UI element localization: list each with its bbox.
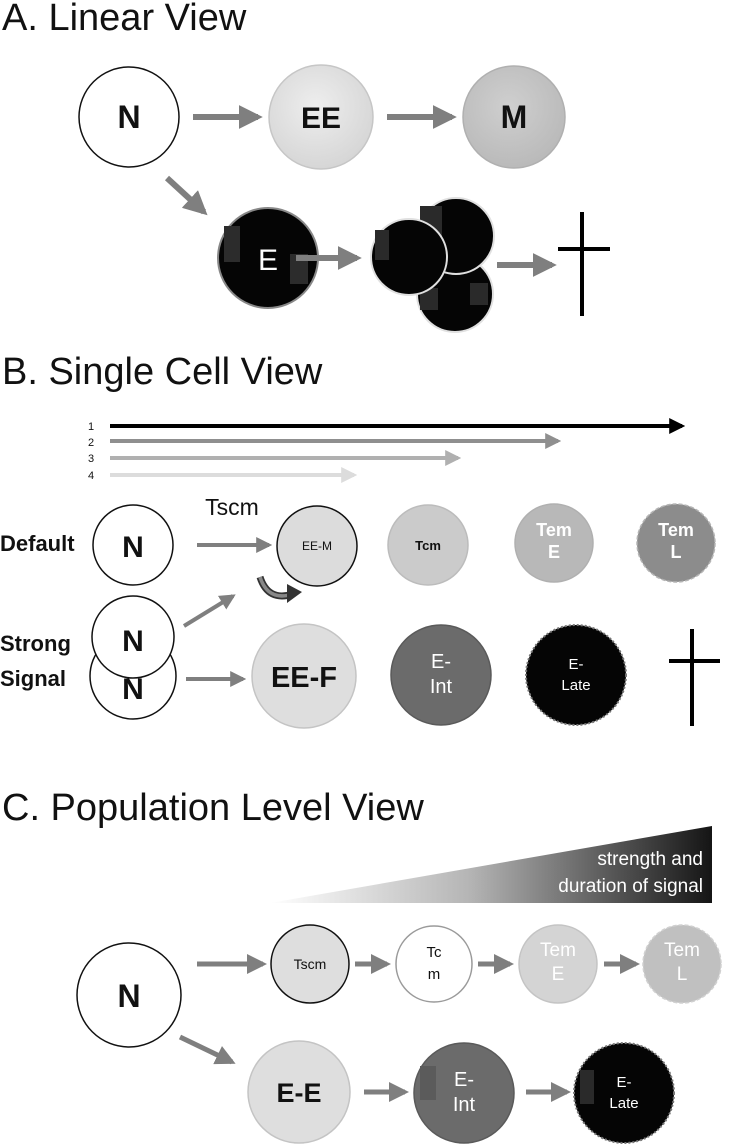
linear-ee-cell: EE bbox=[268, 64, 374, 170]
single-tem-l-label-2: L bbox=[671, 542, 682, 562]
arrow-number-1: 1 bbox=[88, 421, 94, 433]
single-tem-l-label-1: Tem bbox=[658, 520, 694, 540]
single-tem-e-cell: Tem E bbox=[514, 503, 594, 583]
self-renewal-arrow-icon bbox=[256, 575, 302, 603]
linear-e-label: E bbox=[258, 244, 278, 277]
single-n-default-label: N bbox=[122, 531, 144, 564]
pop-n-cell: N bbox=[76, 942, 182, 1048]
linear-ee-label: EE bbox=[301, 102, 341, 135]
section-b-title: B. Single Cell View bbox=[2, 351, 323, 393]
pop-tem-l-label-2: L bbox=[677, 964, 688, 985]
single-n-strong-back-label: N bbox=[122, 673, 144, 706]
pop-e-late-label-2: Late bbox=[609, 1095, 638, 1112]
single-e-int-cell: E- Int bbox=[390, 624, 492, 726]
gradient-label-line-1: strength and bbox=[597, 849, 703, 870]
pop-n-label: N bbox=[117, 978, 140, 1014]
linear-m-cell: M bbox=[462, 65, 566, 169]
linear-effector-cluster bbox=[370, 197, 495, 333]
pop-e-late-cell: E- Late bbox=[573, 1042, 675, 1144]
arrow-number-2: 2 bbox=[88, 437, 94, 449]
single-e-int-label-1: E- bbox=[431, 651, 451, 673]
single-tem-e-label-1: Tem bbox=[536, 520, 572, 540]
single-e-late-label-2: Late bbox=[561, 677, 590, 694]
pop-tem-l-label-1: Tem bbox=[664, 940, 700, 961]
row-label-default: Default bbox=[0, 531, 75, 556]
pop-tscm-label: Tscm bbox=[294, 956, 327, 972]
pop-tscm-cell: Tscm bbox=[270, 924, 350, 1004]
single-ee-m-label: EE-M bbox=[302, 539, 332, 553]
tscm-label: Tscm bbox=[205, 494, 259, 520]
pop-tem-e-cell: Tem E bbox=[518, 924, 598, 1004]
arrow-pop-n-to-e-e bbox=[178, 1034, 236, 1065]
arrow-number-4: 4 bbox=[88, 470, 94, 482]
pop-e-e-label: E-E bbox=[276, 1078, 321, 1108]
pop-e-int-label-1: E- bbox=[454, 1069, 474, 1091]
arrow-n-to-e bbox=[164, 175, 208, 216]
linear-n-cell: N bbox=[78, 66, 180, 168]
single-tcm-label: Tcm bbox=[415, 538, 441, 553]
arrow-strong-n-to-ee-m bbox=[182, 594, 236, 628]
pop-tem-e-label-2: E bbox=[552, 964, 565, 985]
linear-m-label: M bbox=[501, 99, 528, 135]
single-ee-m-cell: EE-M bbox=[276, 505, 358, 587]
pop-tem-l-cell: Tem L bbox=[642, 924, 722, 1004]
single-n-default-cell: N bbox=[92, 504, 174, 586]
single-death-cross-icon bbox=[669, 629, 720, 726]
signal-strength-gradient bbox=[270, 826, 712, 903]
single-n-strong-front-cell: N bbox=[91, 595, 175, 679]
section-a-title: A. Linear View bbox=[2, 0, 247, 39]
pop-tcm-cell: Tc m bbox=[395, 925, 473, 1003]
single-tcm-cell: Tcm bbox=[387, 504, 469, 586]
pop-tem-e-label-1: Tem bbox=[540, 940, 576, 961]
single-e-int-label-2: Int bbox=[430, 676, 453, 698]
linear-death-cross-icon bbox=[558, 212, 610, 316]
pop-e-int-label-2: Int bbox=[453, 1094, 476, 1116]
single-tem-e-label-2: E bbox=[548, 542, 560, 562]
single-tem-l-cell: Tem L bbox=[636, 503, 716, 583]
single-e-late-label-1: E- bbox=[569, 656, 584, 673]
linear-e-cell: E bbox=[217, 207, 319, 309]
row-label-signal: Signal bbox=[0, 666, 66, 691]
signal-duration-arrows: 1 2 3 4 bbox=[88, 418, 686, 483]
pop-e-e-cell: E-E bbox=[247, 1040, 351, 1144]
pop-tcm-label-2: m bbox=[428, 966, 441, 983]
section-c-title: C. Population Level View bbox=[2, 787, 424, 829]
single-n-strong-front-label: N bbox=[122, 625, 144, 658]
pop-tcm-label-1: Tc bbox=[427, 944, 443, 961]
pop-e-int-cell: E- Int bbox=[413, 1042, 515, 1144]
single-e-late-cell: E- Late bbox=[525, 624, 627, 726]
single-ee-f-cell: EE-F bbox=[251, 623, 357, 729]
gradient-label-line-2: duration of signal bbox=[558, 876, 703, 897]
single-ee-f-label: EE-F bbox=[271, 662, 337, 694]
arrow-number-3: 3 bbox=[88, 453, 94, 465]
linear-n-label: N bbox=[117, 99, 140, 135]
row-label-strong: Strong bbox=[0, 631, 71, 656]
pop-e-late-label-1: E- bbox=[617, 1074, 632, 1091]
